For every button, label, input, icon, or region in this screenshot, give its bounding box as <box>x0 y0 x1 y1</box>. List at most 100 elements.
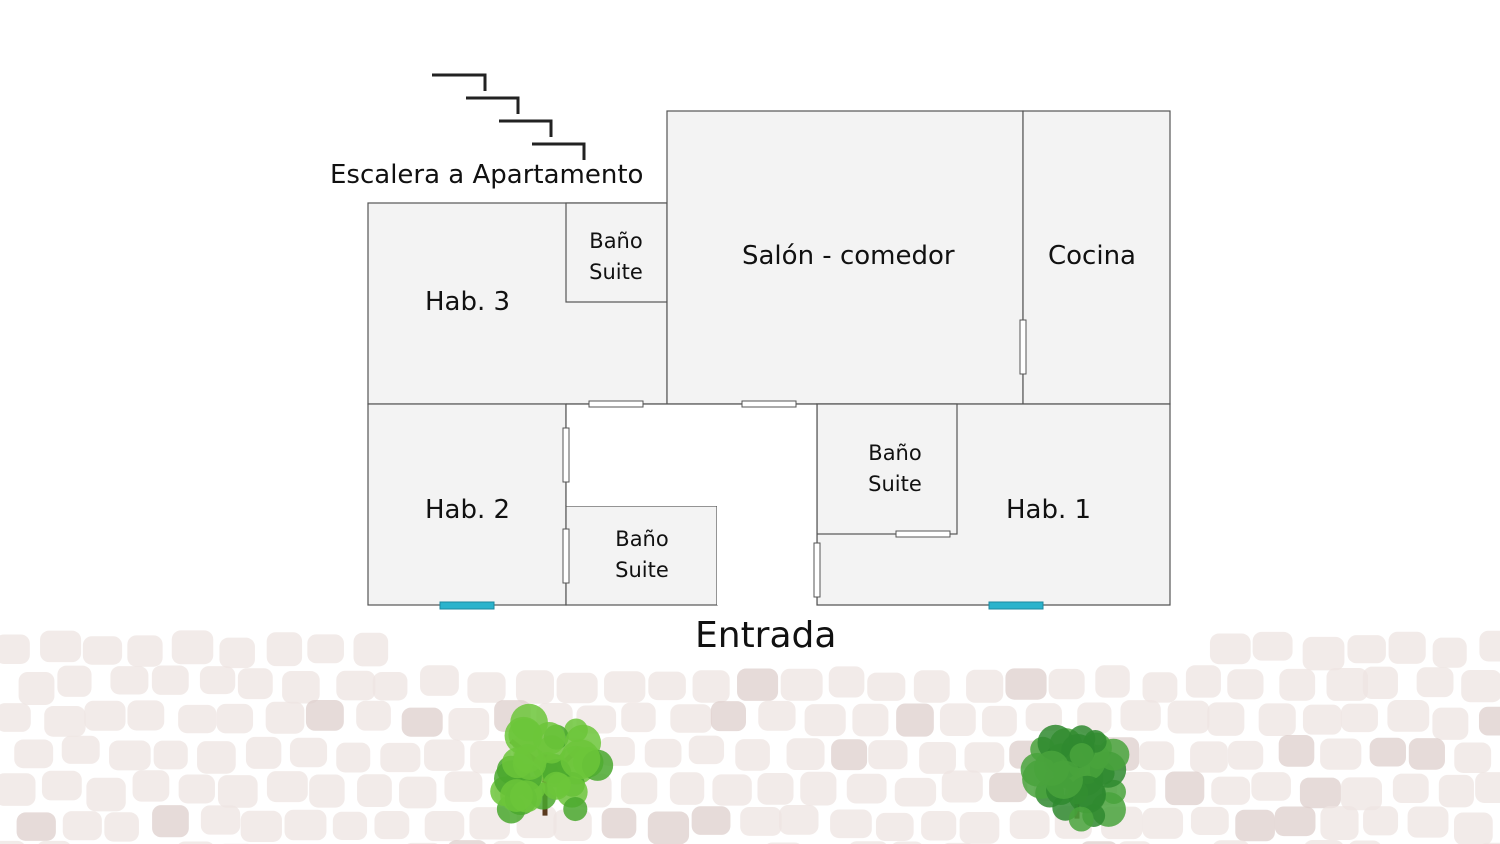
paving-stone <box>1119 841 1150 844</box>
paving-stone <box>1305 840 1343 844</box>
paving-stone <box>353 632 389 667</box>
paving-stone <box>1167 700 1210 734</box>
paving-stone <box>305 700 344 731</box>
paving-stone <box>309 774 345 808</box>
paving-stone <box>1209 633 1251 665</box>
tree-foliage <box>563 796 588 822</box>
paving-stone <box>515 670 554 704</box>
room-label-bath-mid: Baño Suite <box>604 524 680 586</box>
paving-stone <box>757 772 794 805</box>
paving-stone <box>894 777 937 807</box>
paving-stone <box>1211 776 1251 805</box>
paving-stone <box>670 704 712 733</box>
paving-stone <box>240 810 282 842</box>
paving-stone <box>831 739 868 771</box>
paving-stone <box>467 672 506 703</box>
paving-stone <box>892 841 922 844</box>
paving-stone <box>110 666 149 695</box>
paving-stone <box>444 771 483 802</box>
paving-stone <box>356 700 391 731</box>
paving-stone <box>1454 812 1493 844</box>
paving-stone <box>1475 772 1500 803</box>
paving-stone <box>1120 700 1161 731</box>
paving-stone <box>1190 806 1229 835</box>
tree-foliage <box>542 771 571 800</box>
paving-stone <box>1048 668 1085 700</box>
stairs-icon <box>432 73 586 160</box>
paving-stone <box>1387 700 1430 732</box>
paving-stone <box>601 807 637 839</box>
tree-right-icon <box>1020 724 1130 832</box>
paving-stone <box>289 737 328 768</box>
paving-stone <box>921 811 957 841</box>
paving-stone <box>84 700 126 731</box>
paving-stone <box>1252 631 1293 661</box>
paving-stone <box>1363 806 1399 836</box>
paving-stone <box>941 770 983 803</box>
paving-stone <box>178 774 215 804</box>
room-kitchen <box>1022 110 1171 405</box>
paving-stone <box>178 841 213 844</box>
paving-stone <box>688 735 725 765</box>
paving-stone <box>151 665 189 695</box>
paving-stone <box>1165 771 1205 806</box>
tree-foliage <box>1068 806 1094 832</box>
bath-mid-line1: Baño <box>615 527 669 551</box>
paving-stone <box>1278 735 1315 767</box>
paving-stone <box>1082 841 1116 844</box>
paving-stone <box>896 703 934 737</box>
paving-stone <box>104 812 139 842</box>
bath-right-line1: Baño <box>868 441 922 465</box>
paving-stone <box>1190 741 1228 773</box>
paving-stone <box>401 707 443 737</box>
paving-stone <box>648 671 686 701</box>
paving-stone <box>691 806 731 835</box>
paving-stone <box>1320 738 1362 770</box>
paving-stone <box>1009 810 1050 839</box>
room-bath-top <box>565 202 668 303</box>
paving-stone <box>127 700 165 731</box>
paving-stone <box>199 666 236 695</box>
paving-stone <box>1120 771 1156 803</box>
paving-stone <box>1077 702 1112 734</box>
paving-stone <box>284 809 327 841</box>
paving-stone <box>127 635 163 667</box>
door-bedroom1 <box>813 542 821 598</box>
paving-stone <box>669 772 705 805</box>
paving-stone <box>989 772 1028 803</box>
room-label-bedroom3: Hab. 3 <box>425 287 511 317</box>
paving-stone <box>1320 806 1359 840</box>
door-kitchen <box>1019 319 1027 375</box>
paving-stone <box>1349 840 1381 844</box>
paving-stone <box>18 671 55 705</box>
paving-stone <box>372 672 408 701</box>
paving-stone <box>493 840 525 844</box>
paving-stone <box>919 741 956 774</box>
paving-stone <box>800 771 837 806</box>
paving-stone <box>786 738 825 771</box>
paving-stone <box>1142 807 1184 839</box>
paving-stone <box>200 805 241 835</box>
paving-stone <box>16 812 56 841</box>
paving-stone <box>1432 637 1467 668</box>
door-bath-mid <box>562 528 570 584</box>
paving-stone <box>828 666 865 698</box>
paving-stone <box>14 739 54 769</box>
paving-stone <box>1139 741 1175 771</box>
paving-stone <box>1432 707 1469 740</box>
paving-stone <box>171 630 214 665</box>
paving-stone <box>852 703 889 737</box>
tree-foliage <box>510 703 548 742</box>
paving-stone <box>216 703 254 734</box>
paving-stone <box>266 632 303 667</box>
door-living <box>741 400 797 408</box>
paving-stone <box>964 742 1005 773</box>
paving-stone <box>0 634 30 664</box>
paving-stone <box>735 739 770 771</box>
paving-stone <box>1025 703 1062 732</box>
paving-stone <box>1279 668 1316 701</box>
room-label-bedroom1: Hab. 1 <box>1006 495 1092 525</box>
paving-stone <box>237 668 273 700</box>
paving-stone <box>152 805 189 838</box>
paving-stone <box>1416 667 1454 698</box>
